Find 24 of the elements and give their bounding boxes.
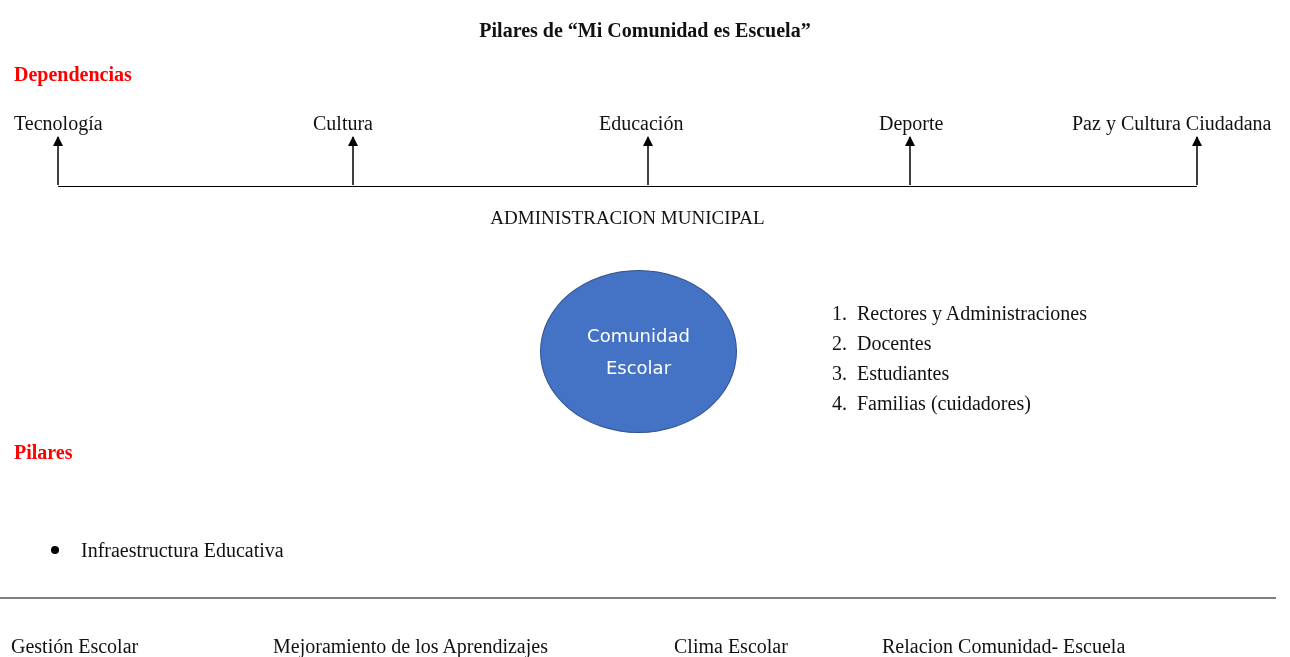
dependency-label: Paz y Cultura Ciudadana	[1072, 111, 1272, 135]
list-item: 2. Docentes	[832, 331, 932, 355]
list-item: 3. Estudiantes	[832, 361, 950, 385]
section-heading: Dependencias	[14, 62, 132, 86]
dependency-label: Tecnología	[14, 111, 103, 135]
pillar-label: Gestión Escolar	[11, 634, 139, 657]
arrow	[642, 135, 654, 186]
circle-node: Comunidad Escolar	[540, 270, 737, 433]
arrow	[904, 135, 916, 186]
dependency-label: Educación	[599, 111, 684, 135]
arrow	[1191, 135, 1203, 186]
list-item: 4. Familias (cuidadores)	[832, 391, 1031, 415]
arrow	[347, 135, 359, 186]
title: Pilares de “Mi Comunidad es Escuela”	[478, 18, 812, 42]
pillar-label: Clima Escolar	[674, 634, 788, 657]
list-item: 1. Rectores y Administraciones	[832, 301, 1087, 325]
section-heading: Pilares	[14, 440, 73, 464]
arrow	[52, 135, 64, 186]
dependency-label: Deporte	[879, 111, 944, 135]
pillar-label: Relacion Comunidad- Escuela	[882, 634, 1126, 657]
bullet-item: Infraestructura Educativa	[81, 538, 284, 562]
dependency-label: Cultura	[313, 111, 373, 135]
pillar-label: Mejoramiento de los Aprendizajes	[273, 634, 548, 657]
bus-line: ADMINISTRACION MUNICIPAL	[58, 186, 1197, 230]
